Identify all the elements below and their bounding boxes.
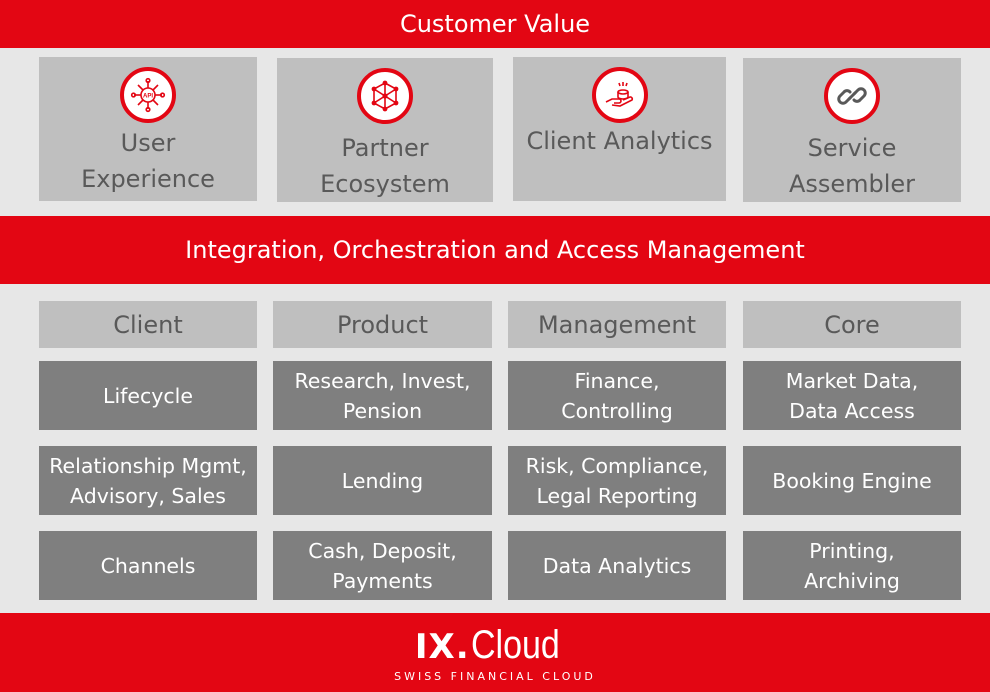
cv-label: User Experience	[81, 129, 215, 193]
cv-box-partner-ecosystem: Partner Ecosystem	[277, 58, 493, 202]
footer-band: IX.Cloud SWISS FINANCIAL CLOUD	[0, 613, 990, 692]
cell-booking-engine: Booking Engine	[743, 446, 961, 515]
cell-finance-controlling: Finance, Controlling	[508, 361, 726, 430]
cell-risk-compliance: Risk, Compliance, Legal Reporting	[508, 446, 726, 515]
cell-market-data: Market Data, Data Access	[743, 361, 961, 430]
cell-printing-archiving: Printing, Archiving	[743, 531, 961, 600]
cv-box-service-assembler: Service Assembler	[743, 58, 961, 202]
cell-data-analytics: Data Analytics	[508, 531, 726, 600]
api-hub-icon: API	[120, 67, 176, 123]
hand-coins-icon	[591, 67, 648, 123]
column-header-core: Core	[743, 301, 961, 348]
logo-ix: IX	[414, 626, 456, 667]
integration-band: Integration, Orchestration and Access Ma…	[0, 216, 990, 284]
cv-box-user-experience: API User Experience	[39, 57, 257, 201]
integration-title: Integration, Orchestration and Access Ma…	[185, 236, 805, 264]
network-icon	[357, 68, 413, 124]
svg-text:API: API	[143, 94, 153, 100]
customer-value-header: Customer Value	[0, 0, 990, 48]
cell-research-invest-pension: Research, Invest, Pension	[273, 361, 492, 430]
cell-lifecycle: Lifecycle	[39, 361, 257, 430]
column-header-product: Product	[273, 301, 492, 348]
column-header-management: Management	[508, 301, 726, 348]
cv-box-client-analytics: Client Analytics	[513, 57, 726, 201]
cell-cash-deposit-payments: Cash, Deposit, Payments	[273, 531, 492, 600]
logo-dot: .	[455, 626, 469, 667]
logo-cloud: Cloud	[470, 622, 560, 667]
cell-lending: Lending	[273, 446, 492, 515]
cv-label: Client Analytics	[526, 127, 713, 155]
customer-value-title: Customer Value	[399, 10, 591, 38]
cv-label: Service Assembler	[788, 134, 916, 198]
ix-cloud-logo: IX.Cloud	[415, 623, 575, 668]
cell-channels: Channels	[39, 531, 257, 600]
logo-tagline: SWISS FINANCIAL CLOUD	[394, 669, 596, 683]
column-header-client: Client	[39, 301, 257, 348]
chain-link-icon	[824, 68, 880, 124]
cv-label: Partner Ecosystem	[320, 134, 450, 198]
cell-relationship-mgmt: Relationship Mgmt, Advisory, Sales	[39, 446, 257, 515]
